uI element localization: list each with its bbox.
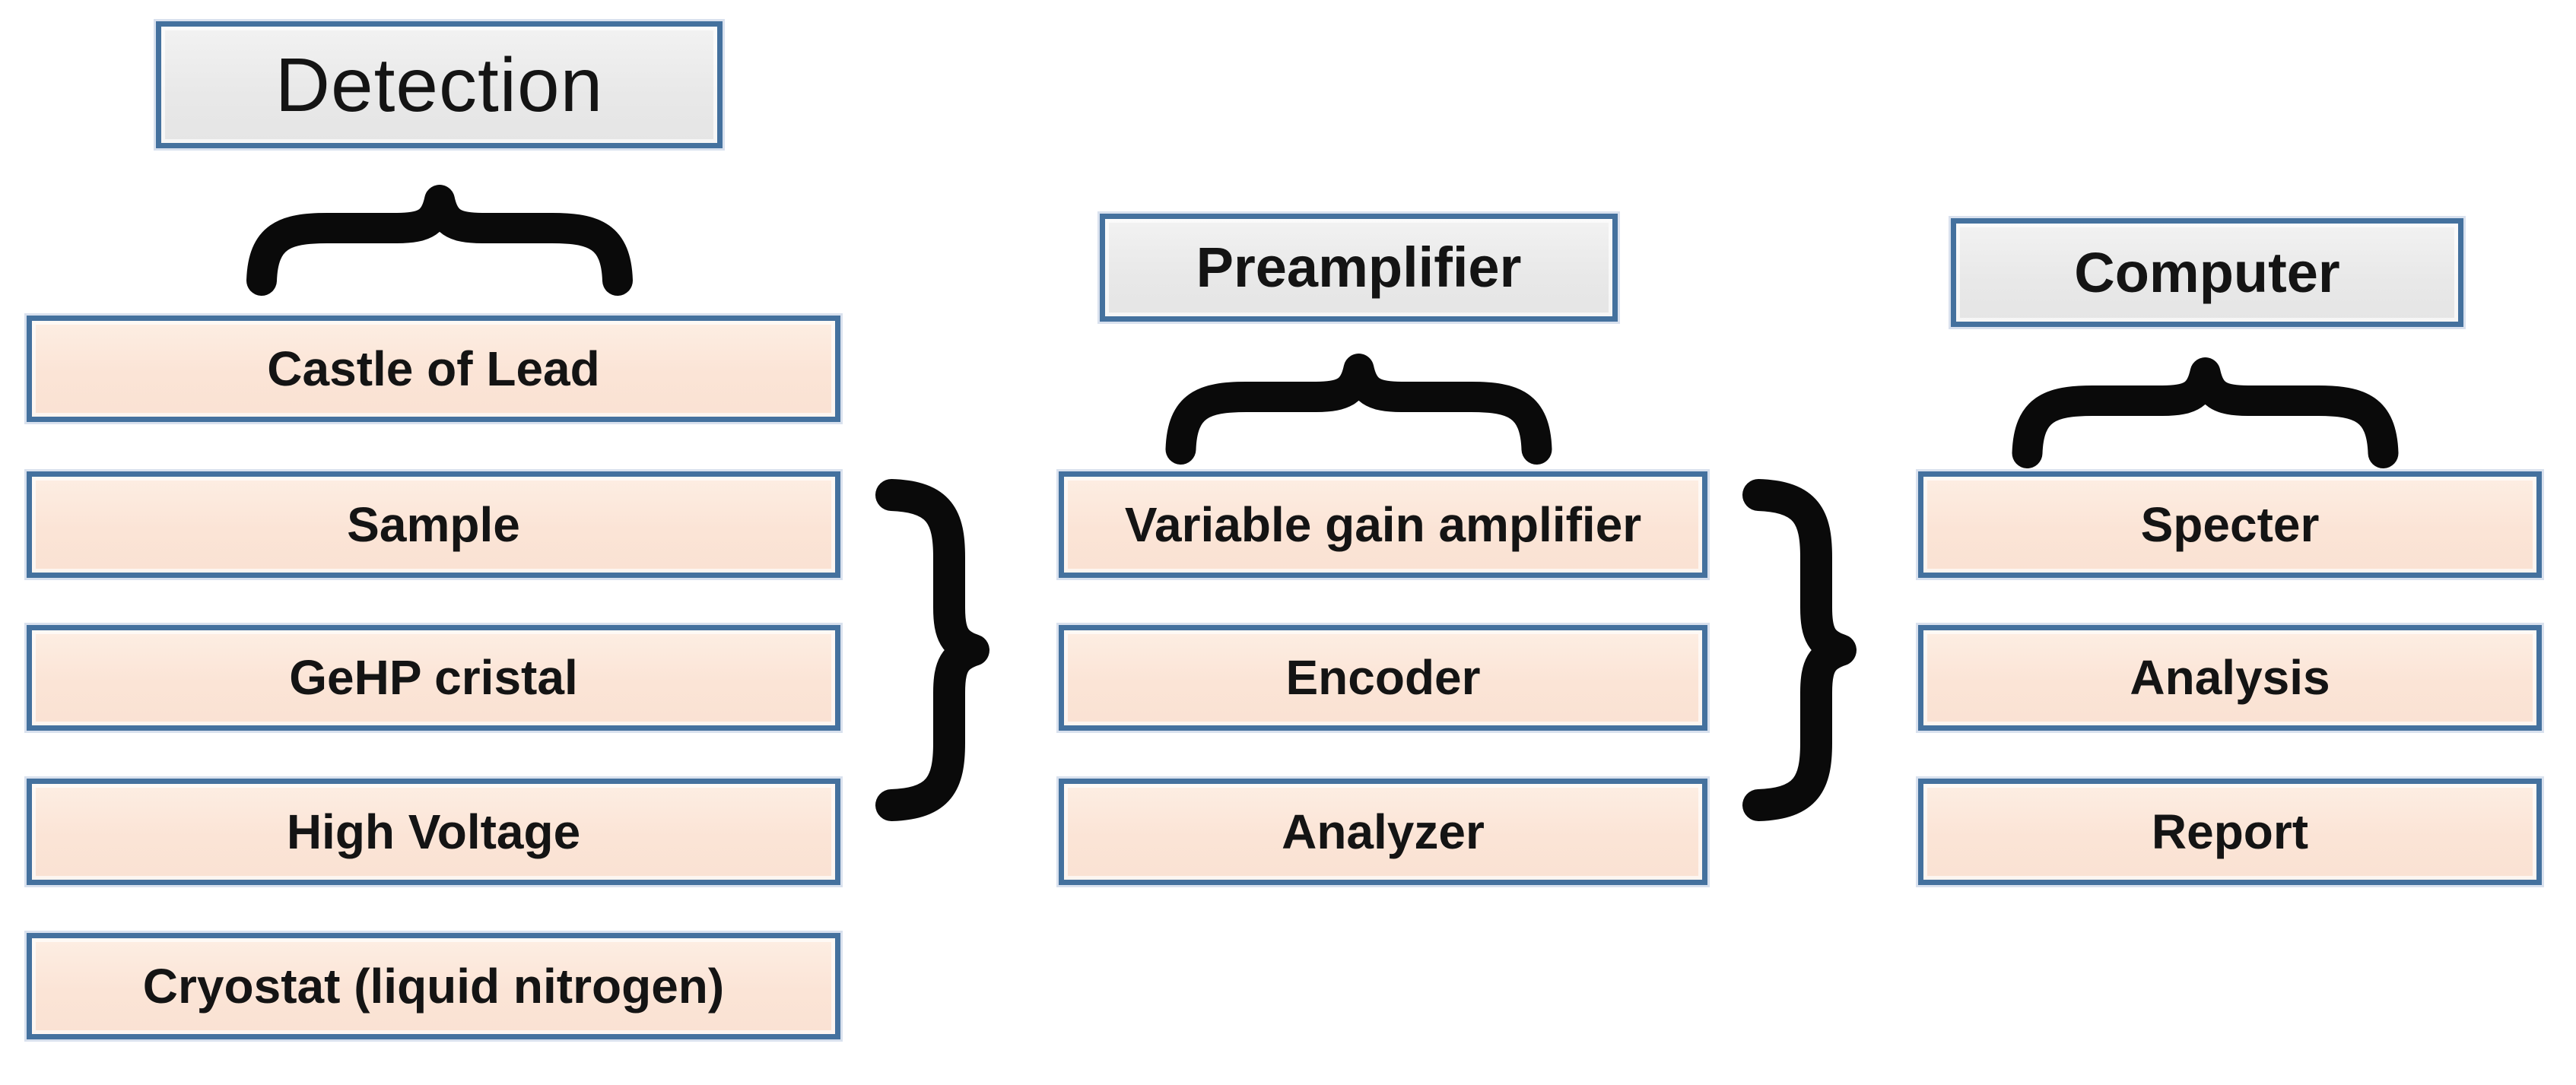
header-box-computer: Computer bbox=[1951, 218, 2463, 327]
brace-detector-group bbox=[873, 479, 989, 821]
curly-brace-path bbox=[2012, 357, 2399, 468]
box-high-voltage: High Voltage bbox=[27, 779, 840, 885]
brace-under-detection bbox=[246, 185, 633, 299]
box-label: Cryostat (liquid nitrogen) bbox=[142, 958, 725, 1014]
header-box-detection: Detection bbox=[156, 21, 723, 148]
curly-brace-path bbox=[875, 479, 989, 821]
box-sample: Sample bbox=[27, 471, 840, 578]
box-label: Encoder bbox=[1285, 650, 1481, 706]
box-variable-gain-amplifier: Variable gain amplifier bbox=[1059, 471, 1707, 578]
curly-brace-up-icon bbox=[2012, 357, 2399, 468]
curly-brace-path bbox=[246, 185, 633, 296]
box-label: GeHP cristal bbox=[289, 650, 578, 706]
box-label: High Voltage bbox=[286, 804, 581, 859]
brace-under-preamplifier bbox=[1165, 354, 1552, 468]
box-cryostat: Cryostat (liquid nitrogen) bbox=[27, 933, 840, 1039]
box-encoder: Encoder bbox=[1059, 625, 1707, 731]
box-gehp-cristal: GeHP cristal bbox=[27, 625, 840, 731]
curly-brace-right-icon bbox=[1742, 479, 1857, 821]
curly-brace-right-icon bbox=[875, 479, 989, 821]
brace-under-computer bbox=[2012, 357, 2399, 471]
box-label: Analysis bbox=[2130, 650, 2330, 706]
box-label: Specter bbox=[2140, 496, 2320, 552]
box-label: Sample bbox=[347, 496, 520, 552]
header-label-detection: Detection bbox=[275, 42, 604, 128]
curly-brace-up-icon bbox=[246, 185, 633, 296]
box-label: Analyzer bbox=[1282, 804, 1485, 859]
box-castle-of-lead: Castle of Lead bbox=[27, 316, 840, 422]
box-analyzer: Analyzer bbox=[1059, 779, 1707, 885]
curly-brace-up-icon bbox=[1165, 354, 1552, 465]
header-label-computer: Computer bbox=[2074, 240, 2340, 304]
box-specter: Specter bbox=[1918, 471, 2542, 578]
header-label-preamplifier: Preamplifier bbox=[1196, 236, 1522, 300]
box-label: Castle of Lead bbox=[267, 341, 600, 396]
box-report: Report bbox=[1918, 779, 2542, 885]
box-label: Report bbox=[2151, 804, 2309, 859]
curly-brace-path bbox=[1742, 479, 1857, 821]
curly-brace-path bbox=[1165, 354, 1552, 465]
brace-electronics-group bbox=[1740, 479, 1857, 821]
box-label: Variable gain amplifier bbox=[1124, 496, 1642, 552]
box-analysis: Analysis bbox=[1918, 625, 2542, 731]
header-box-preamplifier: Preamplifier bbox=[1100, 214, 1618, 322]
